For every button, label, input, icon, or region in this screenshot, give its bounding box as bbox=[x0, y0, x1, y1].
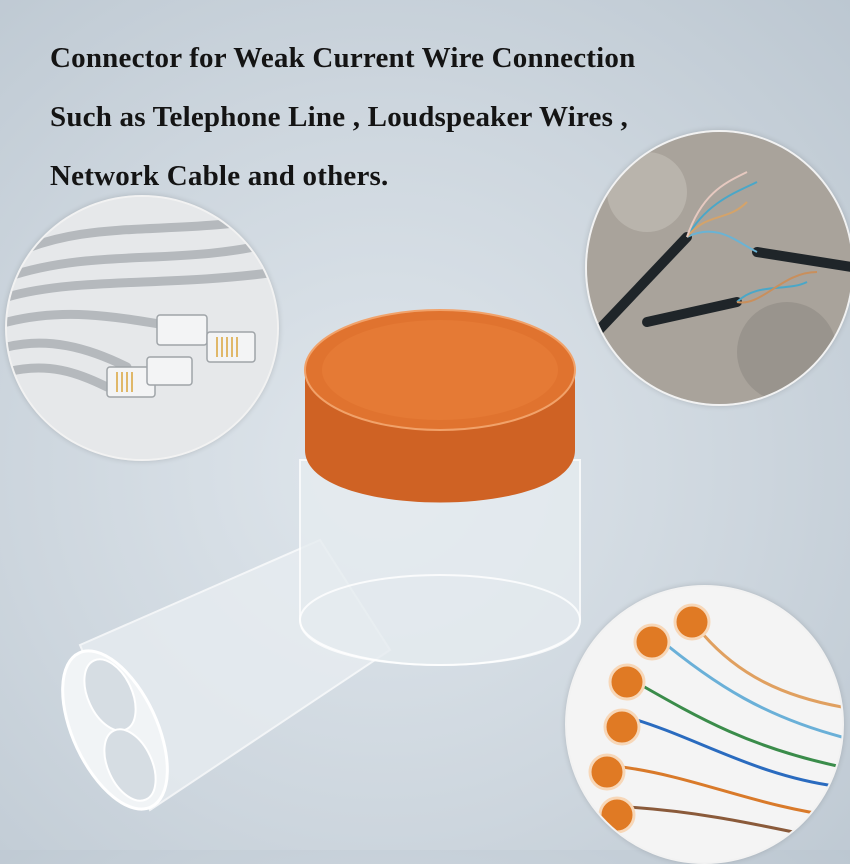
telephone-wire-image bbox=[585, 130, 850, 406]
headline-line-1: Connector for Weak Current Wire Connecti… bbox=[50, 42, 636, 74]
network-cable-image bbox=[5, 195, 279, 461]
connectors-on-wires-image bbox=[565, 585, 844, 864]
headline-line-2: Such as Telephone Line , Loudspeaker Wir… bbox=[50, 101, 628, 133]
headline-line-3: Network Cable and others. bbox=[50, 160, 389, 192]
wire-connector-image bbox=[60, 290, 620, 850]
